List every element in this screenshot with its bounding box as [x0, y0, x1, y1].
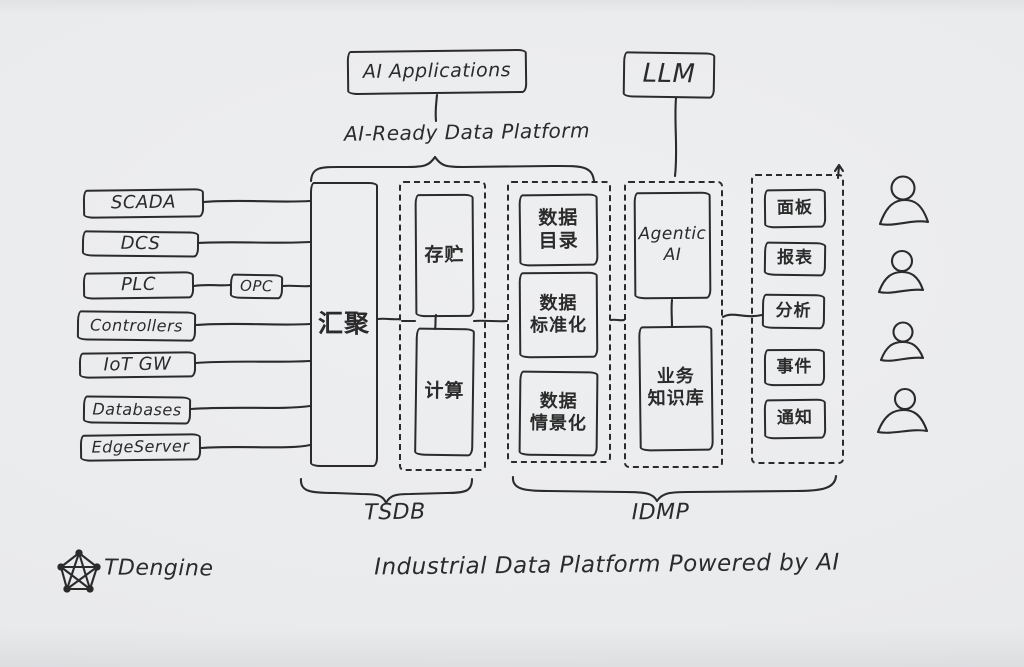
data-contextualization-line2: 情景化	[529, 412, 588, 435]
dashboard-box: 面板	[763, 188, 827, 229]
business-knowledge-base-box: 业务知识库	[638, 325, 714, 452]
line-aiapp-brace	[434, 93, 439, 123]
compute-box: 计算	[414, 327, 475, 457]
line-iotgw-hub	[194, 359, 312, 365]
consumption-group-container	[751, 174, 844, 464]
line-scada-hub	[201, 199, 312, 204]
business-knowledge-base-line1: 业务	[656, 366, 695, 388]
data-catalog-box: 数据目录	[518, 193, 599, 267]
data-contextualization-line1: 数据	[539, 391, 578, 413]
agentic-ai-line1: Agentic	[638, 224, 707, 245]
idmp-data-group-container	[507, 181, 611, 463]
line-tsdb-mid	[472, 319, 509, 323]
line-plc-opc	[192, 283, 232, 288]
line-mid-agentic	[609, 318, 626, 322]
line-llm-idmp	[673, 96, 678, 178]
source-box-edgeserver: EdgeServer	[79, 433, 202, 462]
source-box-controllers: Controllers	[76, 310, 197, 342]
platform-label: AI-Ready Data Platform	[343, 118, 591, 146]
opc-box: OPC	[229, 273, 284, 300]
source-box-dcs: DCS	[81, 230, 200, 258]
line-dcs-hub	[196, 240, 312, 245]
line-opc-hub	[281, 284, 312, 288]
user-icon	[876, 387, 929, 434]
tdengine-logo-icon	[57, 549, 101, 593]
data-standardization-line2: 标准化	[529, 314, 588, 336]
data-catalog-line2: 目录	[538, 229, 579, 252]
user-icon	[877, 249, 925, 294]
line-storage-compute	[433, 313, 438, 331]
report-box: 报表	[763, 241, 827, 277]
source-box-databases: Databases	[82, 395, 192, 425]
user-icon	[879, 321, 925, 362]
tsdb-group-container	[399, 181, 486, 471]
event-box: 事件	[763, 348, 826, 387]
agentic-ai-line2: AI	[663, 244, 682, 266]
tsdb-label: TSDB	[364, 499, 426, 526]
tick-consumption-corner	[833, 163, 845, 180]
brace-platform	[309, 155, 596, 183]
idmp-label: IDMP	[631, 499, 690, 526]
brace-idmp	[511, 474, 838, 503]
data-standardization-box: 数据标准化	[518, 271, 599, 359]
line-agentic-consumption	[721, 313, 764, 319]
aggregation-box: 汇聚	[310, 182, 378, 467]
source-box-plc: PLC	[82, 271, 195, 300]
line-edgeserver-hub	[199, 443, 312, 450]
user-icon	[878, 175, 930, 226]
brand-label: TDengine	[103, 555, 214, 582]
data-standardization-line1: 数据	[539, 292, 578, 314]
notification-box: 通知	[763, 398, 827, 440]
storage-box: 存贮	[414, 193, 475, 318]
llm-box: LLM	[622, 51, 716, 99]
business-knowledge-base-line2: 知识库	[647, 387, 705, 410]
line-databases-hub	[189, 404, 312, 411]
source-box-iot-gw: IoT GW	[78, 351, 197, 379]
brace-tsdb	[299, 477, 474, 505]
source-box-scada: SCADA	[82, 188, 205, 219]
data-catalog-line1: 数据	[538, 206, 579, 229]
line-controllers-hub	[194, 322, 312, 327]
analysis-box: 分析	[761, 293, 826, 330]
line-hub-tsdb	[376, 317, 402, 321]
data-contextualization-box: 数据情景化	[518, 370, 599, 457]
idmp-agentic-group-container	[624, 181, 723, 468]
ai-applications-box: AI Applications	[346, 48, 528, 96]
